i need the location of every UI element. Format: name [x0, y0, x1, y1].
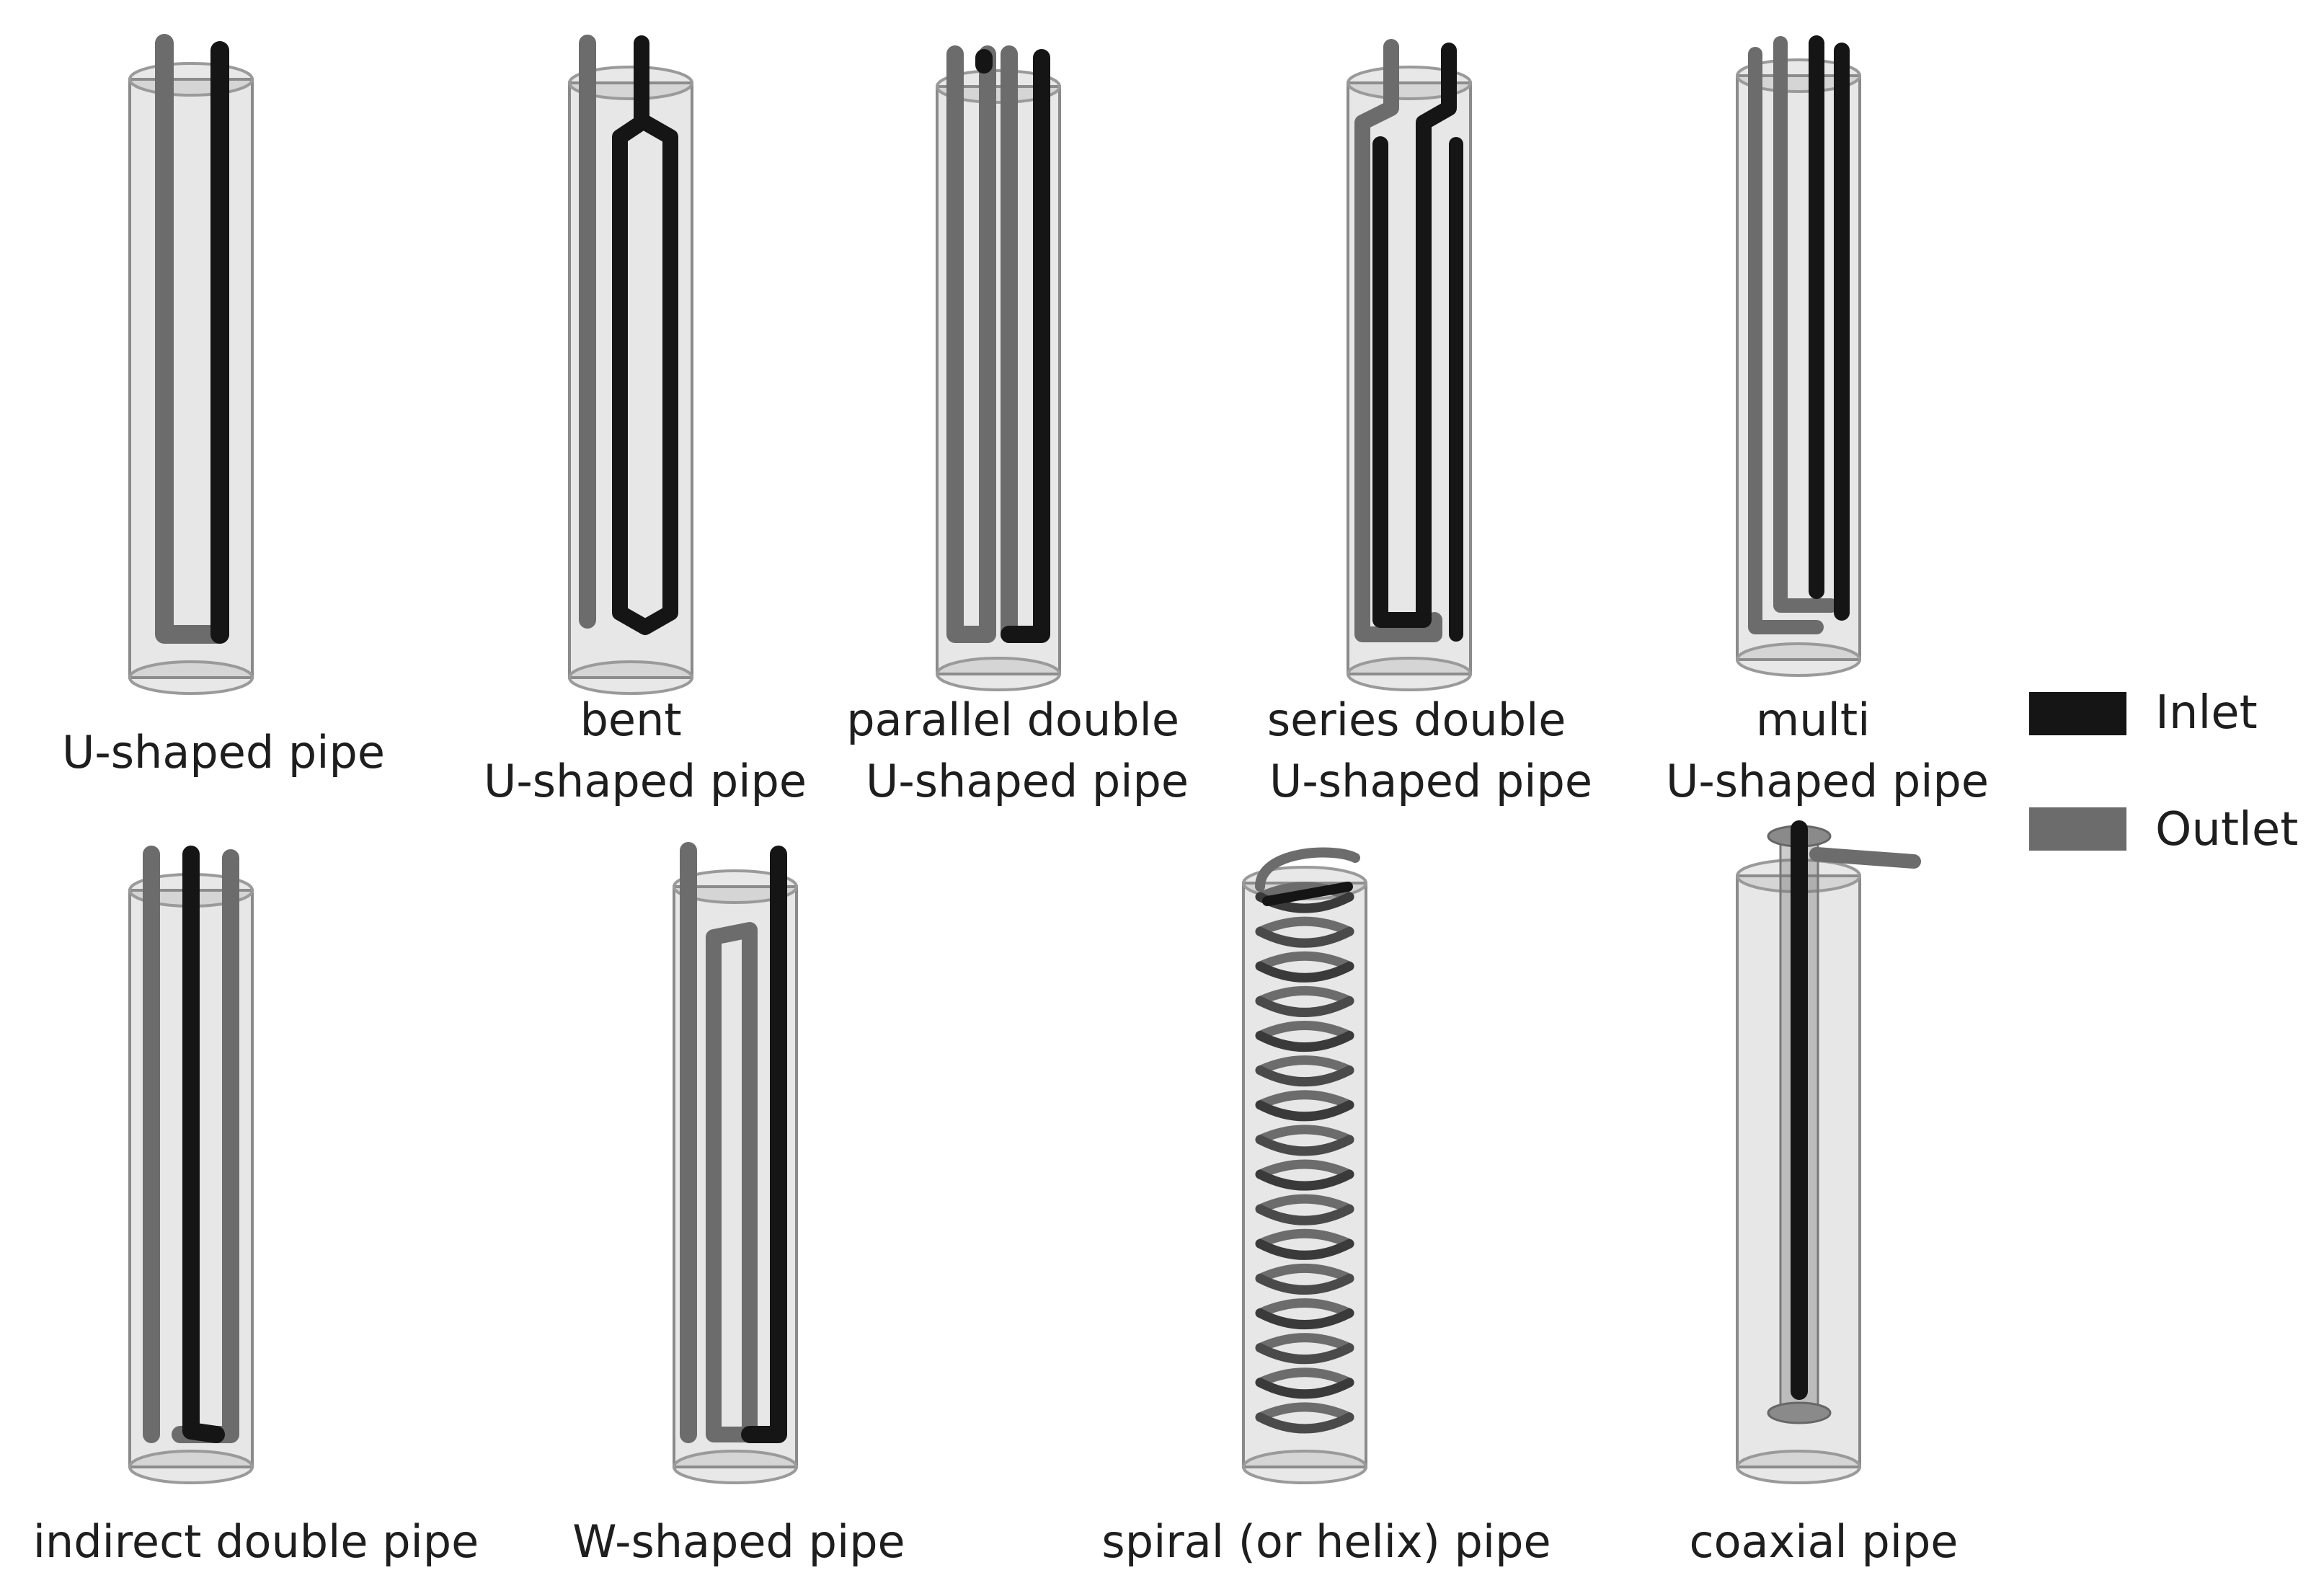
helix-turn-back: [1255, 1159, 1354, 1179]
series-double-u-shaped-pipe-label: series double U-shaped pipe: [1267, 693, 1592, 807]
multi-u-shaped-pipe-label: multi U-shaped pipe: [1666, 693, 1989, 807]
multi-u-shaped-pipe-diagram: [1736, 35, 1861, 677]
inlet-pipe: [1262, 882, 1353, 906]
indirect-double-pipe-label: indirect double pipe: [33, 1515, 479, 1568]
u-shaped-pipe-diagram: [128, 34, 254, 695]
helix-turn-back: [1255, 1228, 1354, 1249]
helix-turn-back: [1255, 1367, 1354, 1388]
helix-turn-front: [1255, 1378, 1354, 1399]
helix-turn-back: [1255, 1298, 1354, 1318]
inlet-pipe: [1001, 49, 1050, 643]
helix-turn-front: [1255, 1238, 1354, 1260]
legend: Inlet Outlet: [2029, 686, 2298, 856]
inlet-pipe: [182, 846, 225, 1443]
outlet-pipe: [1354, 39, 1442, 642]
outlet-pipe: [155, 34, 229, 644]
helix-turn-front: [1255, 926, 1354, 948]
outlet-pipe: [1255, 847, 1360, 892]
w-shaped-pipe-diagram: [673, 842, 798, 1484]
helix-turn-front: [1255, 961, 1354, 983]
helix-turn-front: [1255, 1308, 1354, 1330]
helix-turn-front: [1255, 1065, 1354, 1087]
helix-turn-front: [1255, 1031, 1354, 1052]
inlet-pipe: [1372, 43, 1457, 628]
helix-turn-front: [1255, 1100, 1354, 1122]
outlet-pipe: [946, 45, 996, 643]
indirect-double-pipe-diagram: [128, 846, 254, 1484]
inlet-swatch: [2029, 692, 2126, 735]
helix-turn-back: [1255, 1402, 1354, 1422]
helix-turn-front: [1255, 1204, 1354, 1225]
helix-turn-back: [1255, 1194, 1354, 1214]
helix-turn-front: [1255, 1343, 1354, 1365]
helix-turn-back: [1255, 1090, 1354, 1110]
helix-turn-back: [1255, 916, 1354, 936]
w-shaped-pipe-label: W-shaped pipe: [572, 1515, 905, 1568]
inlet-legend-label: Inlet: [2155, 686, 2258, 740]
helix-turn-back: [1255, 1055, 1354, 1076]
helix-turn-back: [1255, 1021, 1354, 1041]
bent-u-shaped-pipe-label: bent U-shaped pipe: [484, 693, 807, 807]
spiral-pipe-diagram: [1242, 847, 1367, 1484]
outlet-legend-label: Outlet: [2155, 803, 2298, 856]
helix-turn-front: [1255, 1412, 1354, 1434]
inlet-pipe: [612, 35, 678, 635]
helix-coil: [1255, 847, 1360, 1434]
bent-u-shaped-pipe-diagram: [568, 35, 693, 695]
parallel-double-u-shaped-pipe-diagram: [936, 45, 1061, 691]
helix-turn-back: [1255, 1333, 1354, 1353]
helix-turn-back: [1255, 951, 1354, 971]
outlet-pipe: [706, 922, 758, 1442]
outlet-pipe: [1773, 36, 1838, 613]
coaxial-pipe-label: coaxial pipe: [1690, 1515, 1959, 1568]
helix-turn-back: [1255, 985, 1354, 1006]
inlet-pipe: [741, 846, 787, 1443]
u-shaped-pipe-label: U-shaped pipe: [62, 726, 385, 779]
outlet-swatch: [2029, 807, 2126, 851]
helix-turn-back: [1255, 1263, 1354, 1283]
series-double-u-shaped-pipe-diagram: [1347, 39, 1472, 691]
helix-turn-back: [1255, 1125, 1354, 1145]
coaxial-pipe-diagram: [1736, 820, 1921, 1484]
helix-turn-front: [1255, 1273, 1354, 1295]
helix-turn-front: [1255, 1135, 1354, 1156]
helix-turn-front: [1255, 1169, 1354, 1191]
parallel-double-u-shaped-pipe-label: parallel double U-shaped pipe: [846, 693, 1193, 807]
spiral-pipe-label: spiral (or helix) pipe: [1101, 1515, 1551, 1568]
outlet-pipe: [1748, 47, 1824, 634]
outlet-pipe: [1809, 847, 1921, 869]
helix-turn-front: [1255, 996, 1354, 1017]
